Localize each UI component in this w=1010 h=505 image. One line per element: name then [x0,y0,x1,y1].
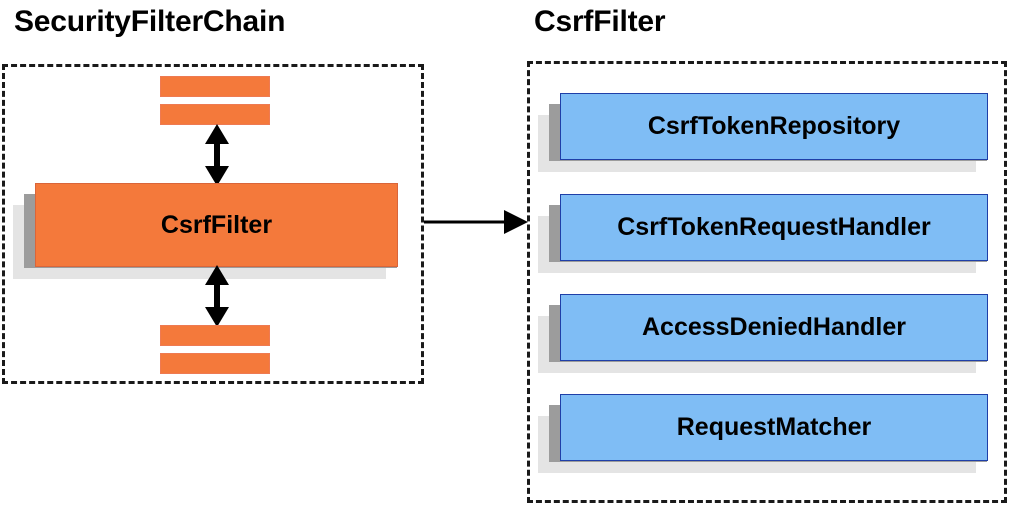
node-access-denied-handler[interactable]: AccessDeniedHandler [538,294,988,373]
node-csrf-token-repository[interactable]: CsrfTokenRepository [538,93,988,172]
filter-stub-bottom-1 [160,325,270,346]
node-face: CsrfTokenRepository [560,93,988,160]
filter-stub-bottom-2 [160,353,270,374]
node-label: CsrfTokenRequestHandler [617,213,931,241]
node-csrf-token-request-handler[interactable]: CsrfTokenRequestHandler [538,194,988,273]
filter-stub-top-1 [160,76,270,97]
node-face: CsrfTokenRequestHandler [560,194,988,261]
node-label: AccessDeniedHandler [641,313,906,341]
node-face: CsrfFilter [35,183,398,267]
connector-arrow-icon [424,210,528,234]
double-arrow-top-icon [205,124,229,186]
double-arrow-bottom-icon [205,265,229,327]
node-csrf-filter[interactable]: CsrfFilter [13,183,398,279]
page-title-security-filter-chain: SecurityFilterChain [14,5,286,38]
filter-stub-top-2 [160,104,270,125]
node-label: RequestMatcher [676,413,872,441]
page-title-csrf-filter: CsrfFilter [534,5,666,38]
node-request-matcher[interactable]: RequestMatcher [538,394,988,473]
node-face: AccessDeniedHandler [560,294,988,361]
node-face: RequestMatcher [560,394,988,461]
node-label: CsrfTokenRepository [647,112,901,140]
node-label: CsrfFilter [160,210,273,239]
group-box-security-filter-chain [2,64,424,384]
group-box-csrf-filter [527,61,1007,503]
